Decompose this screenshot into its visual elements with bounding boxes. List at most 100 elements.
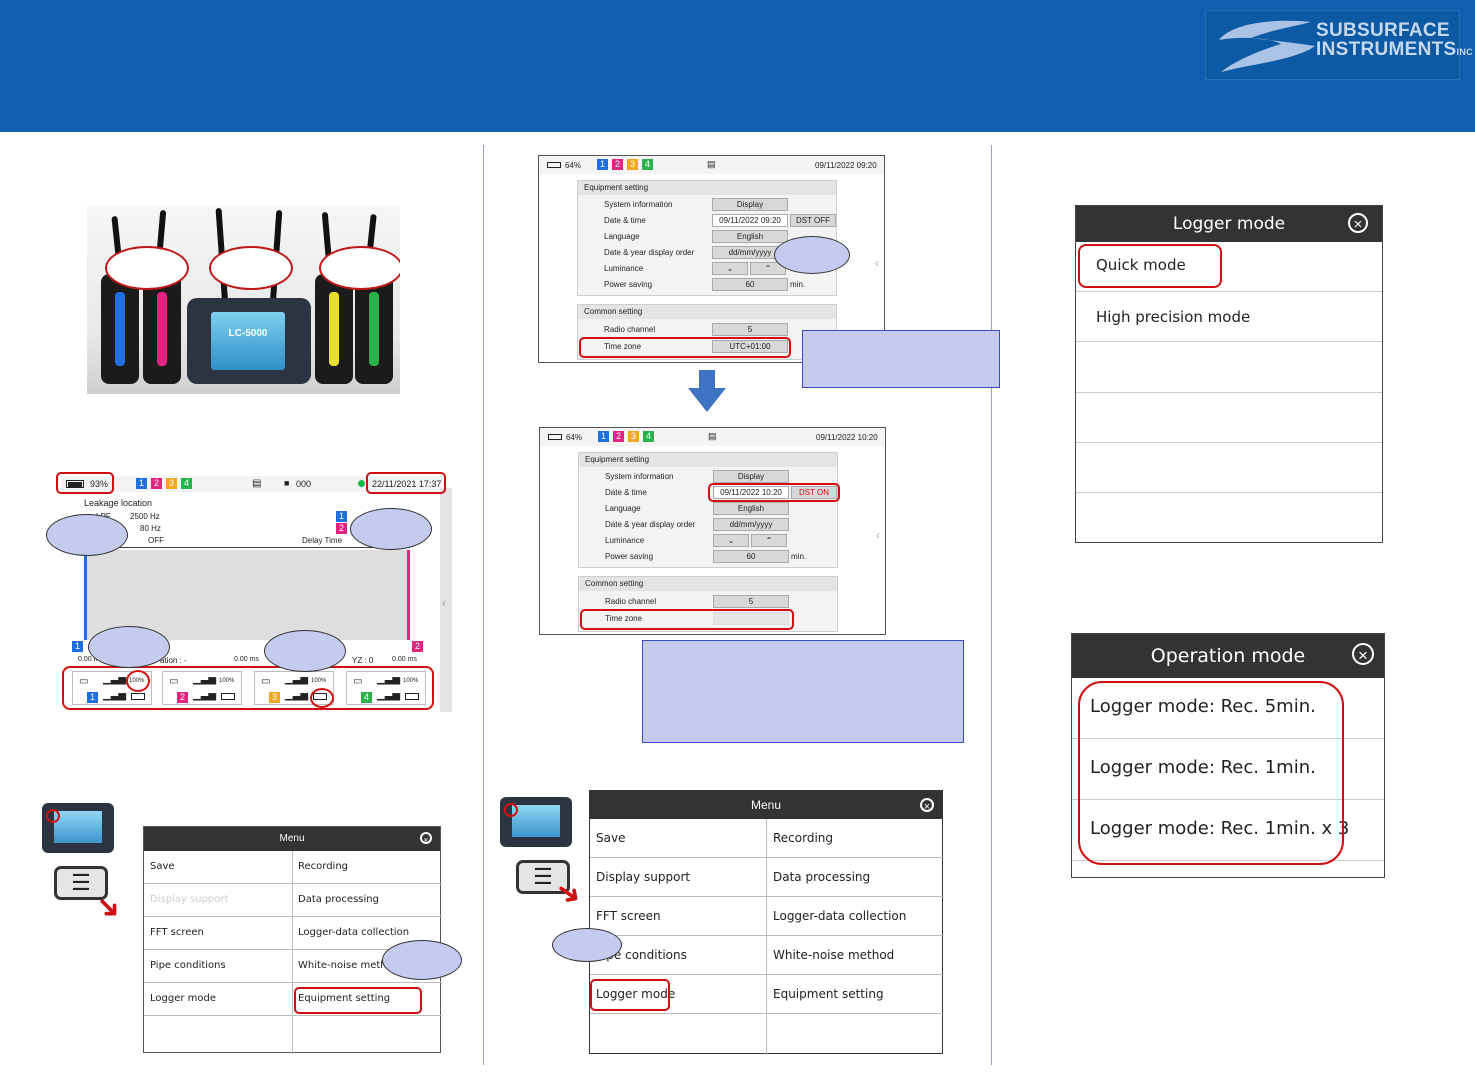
date-time-field[interactable]: 09/11/2022 09:20: [712, 214, 788, 227]
operation-mode-highlight: [1078, 681, 1344, 865]
menu-item-logger-data-collection[interactable]: Logger-data collection: [292, 917, 442, 950]
high-precision-mode-option[interactable]: High precision mode: [1076, 292, 1382, 342]
row-label: System information: [605, 472, 674, 481]
battery-icon: [405, 693, 419, 700]
screen-side-rail: [440, 488, 452, 712]
sensor-channel: 4: [361, 692, 372, 703]
unit-label: min.: [790, 280, 806, 289]
menu-item-pipe-conditions[interactable]: Pipe conditions: [144, 950, 292, 983]
photo-callout-right: [319, 246, 400, 290]
menu-item-logger-mode[interactable]: Logger mode: [590, 975, 766, 1014]
logo-line2: INSTRUMENTS: [1316, 39, 1457, 60]
menu-item-data-processing[interactable]: Data processing: [766, 858, 944, 897]
sensor-strip: ▭ ▁▃▅ 100% 1 ▁▃▅ ▭ ▁▃▅ 100% 2 ▁▃▅ ▭ ▁▃▅ …: [62, 666, 434, 710]
chevron-down-icon[interactable]: ⌄: [713, 534, 749, 547]
menu-title: Menu: [144, 827, 440, 851]
channel-4-badge: 4: [181, 478, 192, 489]
menu-item-recording[interactable]: Recording: [292, 851, 442, 884]
signal-icon: ▁▃▅: [285, 690, 309, 701]
menu-item-white-noise-method[interactable]: White-noise method: [292, 950, 442, 983]
menu-item-display-support[interactable]: Display support: [144, 884, 292, 917]
plot-top-line: [84, 547, 410, 548]
device-thumbnail: [42, 803, 114, 853]
collapse-arrow-icon[interactable]: ‹: [875, 256, 879, 270]
system-info-button[interactable]: Display: [712, 198, 788, 211]
menu-item-equipment-setting[interactable]: Equipment setting: [292, 983, 442, 1016]
row-label: Date & time: [605, 488, 647, 497]
equipment-setting-section: Equipment setting System information Dis…: [578, 452, 838, 568]
axis-left-label: 0.00 ms: [78, 656, 103, 663]
menu-button-icon[interactable]: ☰: [516, 860, 570, 894]
sensor-icon: ▭: [261, 676, 271, 687]
language-select[interactable]: English: [712, 230, 788, 243]
rec-1min-option[interactable]: Logger mode: Rec. 1min.: [1072, 739, 1384, 800]
sensor-card-4[interactable]: ▭ ▁▃▅ 100% 4 ▁▃▅: [346, 671, 426, 705]
callout-battery: [46, 514, 128, 556]
column-divider-right: [991, 145, 992, 1065]
quick-mode-highlight: [1078, 244, 1222, 288]
menu-item-white-noise-method[interactable]: White-noise method: [766, 936, 944, 975]
callout-datetime: [350, 508, 432, 550]
collapse-arrow-icon[interactable]: ‹: [876, 528, 880, 542]
radio-channel-field[interactable]: 5: [713, 595, 789, 608]
menu-item-logger-mode[interactable]: Logger mode: [144, 983, 292, 1016]
date-order-select[interactable]: dd/mm/yyyy: [713, 518, 789, 531]
close-icon[interactable]: ×: [1348, 213, 1368, 233]
time-zone-select[interactable]: UTC+01:00: [712, 340, 788, 353]
stop-icon: ■: [284, 478, 290, 488]
operation-mode-panel: Operation mode × Logger mode: Rec. 5min.…: [1071, 633, 1385, 878]
menu-item-data-processing[interactable]: Data processing: [292, 884, 442, 917]
menu-item-save[interactable]: Save: [144, 851, 292, 884]
date-order-select[interactable]: dd/mm/yyyy: [712, 246, 788, 259]
dst-toggle[interactable]: DST ON: [791, 486, 837, 499]
row-label: Power saving: [605, 552, 654, 561]
menu-item-fft-screen[interactable]: FFT screen: [590, 897, 766, 936]
sd-card-icon: ▤: [252, 478, 262, 489]
menu-item-equipment-setting[interactable]: Equipment setting: [766, 975, 944, 1014]
signal-icon: ▁▃▅: [377, 674, 401, 685]
row-label: Date & time: [604, 216, 646, 225]
status-dot-icon: [358, 480, 365, 487]
language-select[interactable]: English: [713, 502, 789, 515]
location-label: ation : -: [160, 656, 187, 665]
unit-label: min.: [791, 552, 807, 561]
counter-value: 000: [296, 479, 312, 489]
menu-item-fft-screen[interactable]: FFT screen: [144, 917, 292, 950]
power-saving-field[interactable]: 60: [713, 550, 789, 563]
sensor-card-2[interactable]: ▭ ▁▃▅ 100% 2 ▁▃▅: [162, 671, 242, 705]
date-time-field[interactable]: 09/11/2022 10:20: [713, 486, 789, 499]
chevron-up-icon[interactable]: ⌃: [751, 534, 787, 547]
rec-5min-option[interactable]: Logger mode: Rec. 5min.: [1072, 678, 1384, 739]
menu-item-logger-data-collection[interactable]: Logger-data collection: [766, 897, 944, 936]
signal-level-highlight: [126, 670, 150, 692]
sd-card-icon: ▤: [707, 159, 716, 169]
company-logo: SUBSURFACE INSTRUMENTSINC: [1205, 10, 1473, 80]
left-marker: 1: [72, 641, 83, 652]
photo-callout-left: [105, 246, 189, 290]
chevron-down-icon[interactable]: ⌄: [712, 262, 748, 275]
channel-3-badge: 3: [166, 478, 177, 489]
time-zone-select[interactable]: [713, 612, 789, 625]
dst-toggle[interactable]: DST OFF: [790, 214, 836, 227]
menu-item-recording[interactable]: Recording: [766, 819, 944, 858]
quick-mode-option[interactable]: Quick mode: [1076, 242, 1382, 292]
power-saving-field[interactable]: 60: [712, 278, 788, 291]
close-icon[interactable]: ×: [920, 798, 934, 813]
rec-1min-x3-option[interactable]: Logger mode: Rec. 1min. x 3: [1072, 800, 1384, 861]
menu-button-icon[interactable]: ☰: [54, 866, 108, 900]
collapse-arrow-icon[interactable]: ‹: [442, 596, 446, 610]
time-zone-highlight: [579, 337, 791, 358]
radio-channel-field[interactable]: 5: [712, 323, 788, 336]
time-zone-highlight: [580, 609, 794, 630]
common-setting-section: Common setting Radio channel 5 Time zone…: [577, 304, 837, 360]
close-icon[interactable]: ×: [420, 832, 432, 845]
menu-item-save[interactable]: Save: [590, 819, 766, 858]
system-info-button[interactable]: Display: [713, 470, 789, 483]
section-title: Equipment setting: [578, 181, 836, 195]
menu-item-display-support[interactable]: Display support: [590, 858, 766, 897]
close-icon[interactable]: ×: [1352, 643, 1374, 665]
delay-time-label: Delay Time: [302, 536, 343, 545]
